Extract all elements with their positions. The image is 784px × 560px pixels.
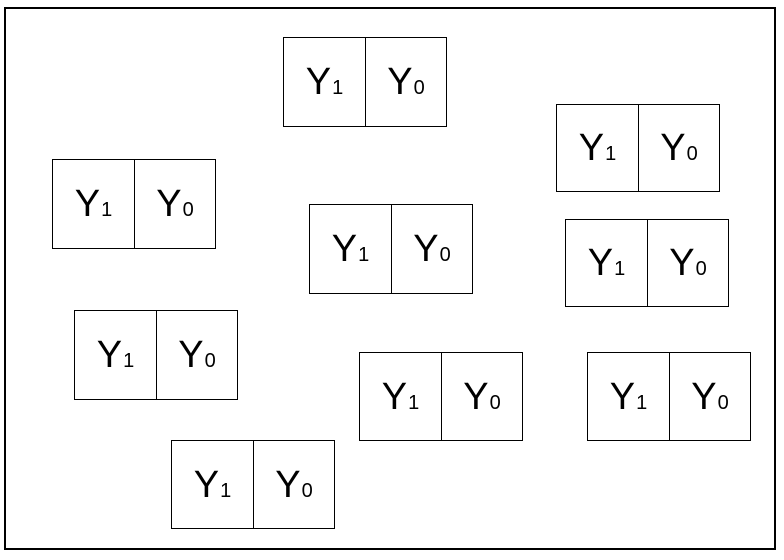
outcome-subscript: 1 [101,199,113,221]
outcome-subscript: 0 [413,77,425,99]
outcome-letter: Y [413,228,439,270]
outcome-subscript: 0 [489,391,501,414]
outcome-subscript: 1 [123,350,135,372]
outcome-subscript: 0 [204,350,216,372]
outcome-letter: Y [578,127,605,169]
outcome-letter: Y [463,375,489,418]
outcome-letter: Y [609,375,636,418]
outcome-letter: Y [156,183,182,225]
outcome-subscript: 1 [220,479,232,502]
outcome-letter: Y [660,127,686,169]
outcome-subscript: 1 [408,391,420,414]
outcome-letter: Y [305,61,332,103]
population-frame [4,7,776,550]
outcome-subscript: 0 [717,391,729,414]
outcome-letter: Y [387,61,413,103]
outcome-subscript: 0 [301,479,313,502]
outcome-subscript: 1 [332,77,344,99]
outcome-letter: Y [96,334,123,376]
outcome-subscript: 0 [695,258,707,280]
outcome-letter: Y [193,463,220,506]
outcome-subscript: 1 [358,244,370,266]
outcome-letter: Y [275,463,301,506]
outcome-letter: Y [331,228,358,270]
outcome-letter: Y [669,242,695,284]
outcome-letter: Y [381,375,408,418]
outcome-subscript: 1 [605,143,617,165]
outcome-letter: Y [74,183,101,225]
outcome-letter: Y [691,375,717,418]
outcome-subscript: 0 [439,244,451,266]
outcome-subscript: 1 [614,258,626,280]
outcome-subscript: 1 [636,391,648,414]
outcome-letter: Y [587,242,614,284]
outcome-letter: Y [178,334,204,376]
outcome-subscript: 0 [686,143,698,165]
outcome-subscript: 0 [182,199,194,221]
